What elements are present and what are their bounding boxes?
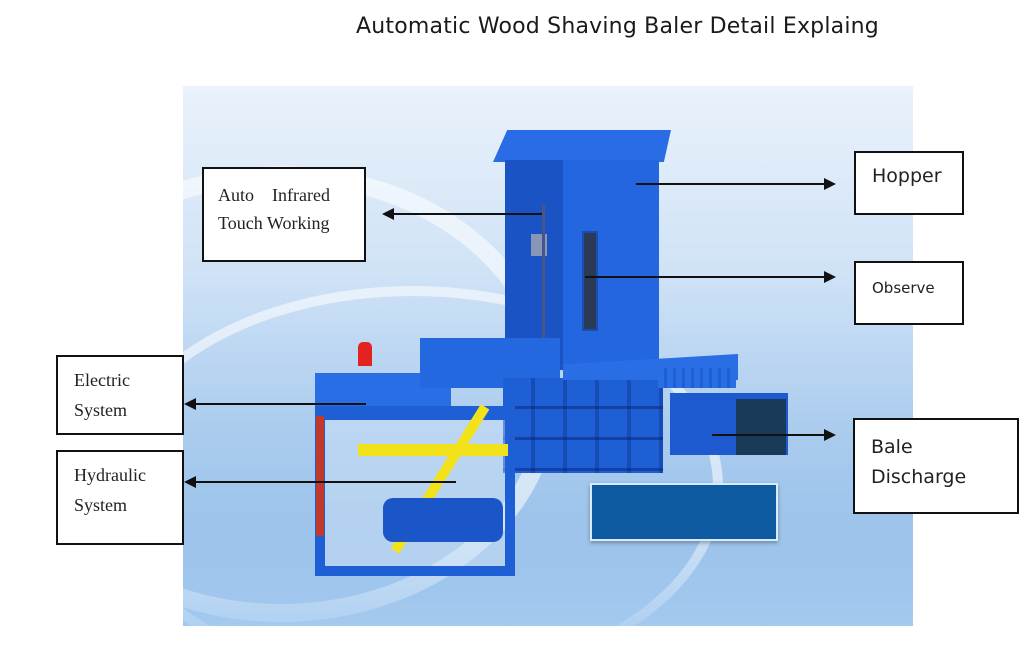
yellow-bar (358, 444, 508, 456)
infrared-sensor (542, 204, 545, 374)
label-observe: Observe (854, 261, 964, 325)
arrowhead-right-icon (824, 271, 836, 283)
arrow-line-hopper (636, 183, 826, 185)
machine-photo (183, 86, 913, 626)
hopper-lid (493, 130, 671, 162)
arrowhead-right-icon (824, 429, 836, 441)
diagram-title: Automatic Wood Shaving Baler Detail Expl… (356, 14, 879, 39)
arrow-line-electric (194, 403, 366, 405)
red-panel (316, 416, 324, 536)
chute-top (658, 368, 736, 388)
label-electric-system: Electric System (56, 355, 184, 435)
press-ribs (503, 378, 663, 473)
label-auto-infrared: Auto Infrared Touch Working (202, 167, 366, 262)
hydraulic-motor (383, 498, 503, 542)
arrow-line-hydraulic (194, 481, 456, 483)
arrowhead-left-icon (184, 476, 196, 488)
arrow-line-bale-discharge (712, 434, 826, 436)
arrow-line-observe (585, 276, 826, 278)
frame (315, 406, 515, 576)
arrowhead-left-icon (382, 208, 394, 220)
arrowhead-left-icon (184, 398, 196, 410)
hopper-body (563, 160, 659, 370)
arrow-line-auto-infrared (392, 213, 542, 215)
label-hydraulic-system: Hydraulic System (56, 450, 184, 545)
label-bale-discharge: Bale Discharge (853, 418, 1019, 514)
overlay-box (590, 483, 778, 541)
observe-window (582, 231, 598, 331)
arrowhead-right-icon (824, 178, 836, 190)
hopper-body-left (505, 160, 563, 370)
discharge-opening (736, 399, 786, 455)
label-hopper: Hopper (854, 151, 964, 215)
warning-light (358, 342, 372, 366)
